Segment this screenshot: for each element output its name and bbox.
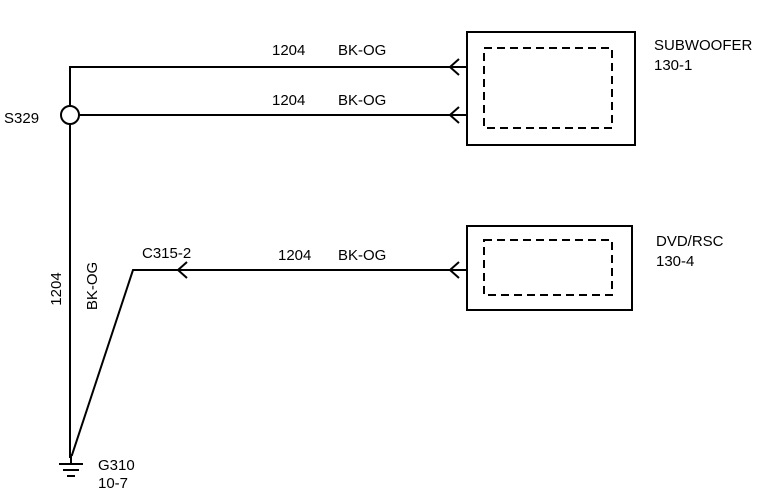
wire-bottom-color: BK-OG	[338, 247, 386, 264]
component-subwoofer-ref: 130-1	[654, 57, 692, 74]
component-dvd-rsc-ref: 130-4	[656, 253, 694, 270]
component-dvd-rsc-name: DVD/RSC	[656, 233, 724, 250]
vertical-wire-circuit: 1204	[48, 272, 65, 305]
wire-middle-color: BK-OG	[338, 92, 386, 109]
splice-label: S329	[4, 110, 39, 127]
component-subwoofer-name: SUBWOOFER	[654, 37, 753, 54]
wire-top-circuit: 1204	[272, 42, 305, 59]
connector-arrow-icon	[448, 261, 460, 279]
ground-icon	[59, 454, 83, 477]
splice-s329	[60, 105, 80, 125]
connector-c315-arrow-icon	[176, 261, 188, 279]
wire-bottom-circuit: 1204	[278, 247, 311, 264]
ground-ref: 10-7	[98, 475, 128, 492]
component-dvd-rsc-inner	[483, 239, 613, 296]
wire-bottom	[70, 269, 467, 457]
component-subwoofer	[466, 31, 636, 146]
connector-label: C315-2	[142, 245, 191, 262]
connector-arrow-icon	[448, 58, 460, 76]
wire-top-color: BK-OG	[338, 42, 386, 59]
component-dvd-rsc	[466, 225, 633, 311]
vertical-wire-color: BK-OG	[84, 262, 101, 310]
connector-arrow-icon	[448, 106, 460, 124]
ground-label: G310	[98, 457, 135, 474]
wire-middle-circuit: 1204	[272, 92, 305, 109]
